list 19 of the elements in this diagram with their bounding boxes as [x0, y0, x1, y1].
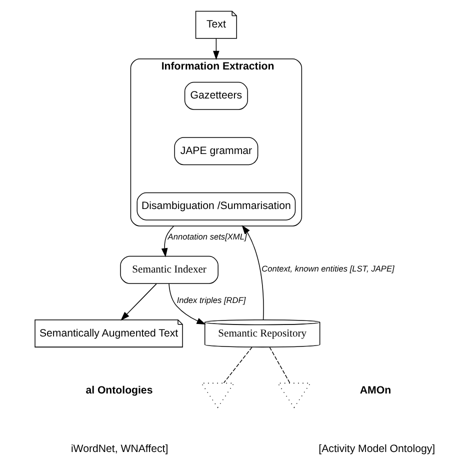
node-tree: [277, 382, 312, 408]
label: iWordNet, WNAffect]: [70, 442, 168, 455]
arrow: [242, 225, 264, 320]
node-box: Gazetteers: [184, 82, 248, 110]
label: [Activity Model Ontology]: [318, 442, 436, 455]
edge-label: Context, known entities [LST, JAPE]: [262, 263, 394, 274]
arrow: [161, 226, 174, 258]
label: AMOn: [360, 384, 392, 396]
arrow: [213, 38, 220, 60]
label: al Ontologies: [86, 384, 153, 396]
connector: [223, 346, 252, 384]
node-tree: [200, 382, 235, 408]
edge-label: Annotation sets[XML]: [168, 231, 247, 242]
arrow: [120, 283, 157, 321]
node-box: Semantic Indexer: [120, 256, 218, 284]
node-box: Disambiguation /Summarisation: [136, 192, 296, 220]
node-box: JAPE grammar: [174, 137, 258, 166]
connector: [269, 346, 290, 384]
edge-label: Index triples [RDF]: [176, 295, 246, 306]
